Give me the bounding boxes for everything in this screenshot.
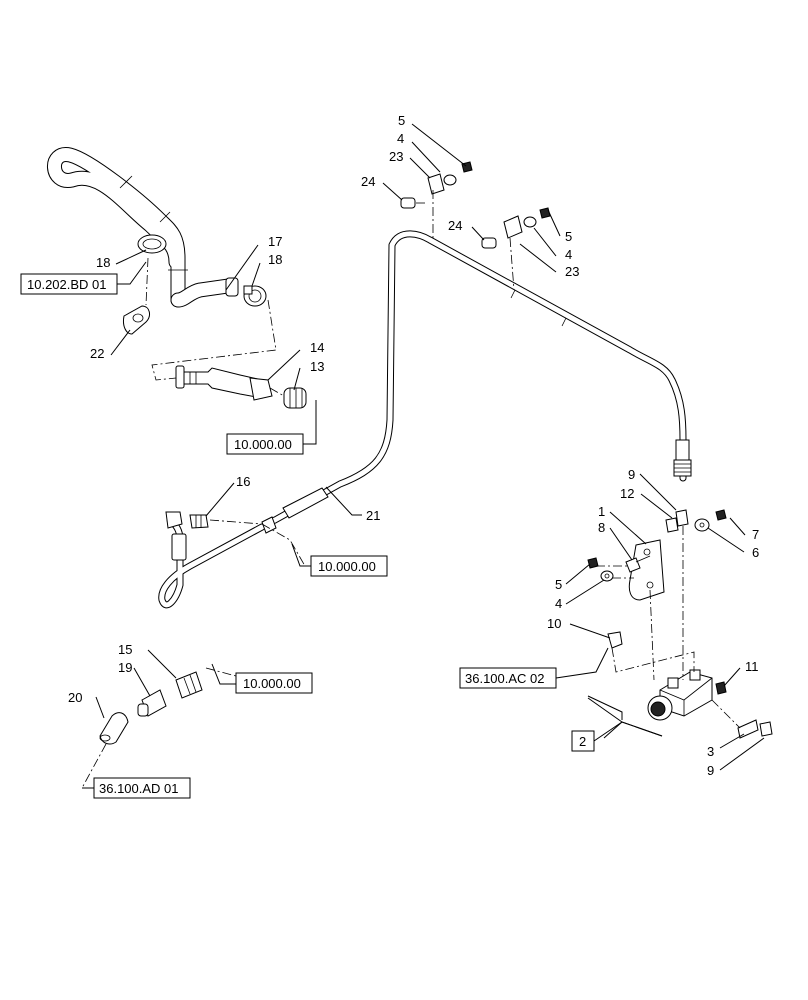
callout-5a: 5 bbox=[398, 113, 405, 128]
callout-22: 22 bbox=[90, 346, 104, 361]
reference-box-10000-b[interactable]: 10.000.00 bbox=[310, 555, 388, 577]
callout-12: 12 bbox=[620, 486, 634, 501]
valve-assembly bbox=[647, 669, 713, 721]
bolt-8 bbox=[625, 555, 651, 573]
fitting-3-9-lower bbox=[737, 719, 773, 739]
reference-box-2: 2 bbox=[571, 730, 595, 752]
reference-box-10000-a[interactable]: 10.000.00 bbox=[226, 433, 304, 455]
reference-box-36100ad01[interactable]: 36.100.AD 01 bbox=[93, 777, 191, 799]
fitting-16 bbox=[189, 514, 209, 529]
fitting-13 bbox=[283, 387, 307, 409]
reference-label: 2 bbox=[579, 734, 586, 749]
nut-11 bbox=[715, 681, 727, 695]
reference-label: 10.000.00 bbox=[318, 559, 376, 574]
washer-4-right bbox=[600, 570, 614, 582]
callout-5b: 5 bbox=[565, 229, 572, 244]
callout-21: 21 bbox=[366, 508, 380, 523]
callout-20: 20 bbox=[68, 690, 82, 705]
callout-9b: 9 bbox=[707, 763, 714, 778]
washer-6-nut-7 bbox=[694, 509, 727, 532]
callout-14: 14 bbox=[310, 340, 324, 355]
callout-11: 11 bbox=[745, 659, 759, 674]
elbow-20 bbox=[99, 712, 129, 745]
callout-23b: 23 bbox=[565, 264, 579, 279]
elbow-10 bbox=[607, 631, 623, 649]
callout-13: 13 bbox=[310, 359, 324, 374]
leader-2 bbox=[587, 697, 663, 742]
callout-19: 19 bbox=[118, 660, 132, 675]
nut-5-right bbox=[587, 557, 599, 569]
hose-clamp-18-right bbox=[243, 285, 267, 307]
assembly-center-lines bbox=[81, 190, 741, 789]
callout-5c: 5 bbox=[555, 577, 562, 592]
hose-clamp-18-upper bbox=[137, 234, 167, 254]
callout-4c: 4 bbox=[555, 596, 562, 611]
reference-label: 36.100.AD 01 bbox=[99, 781, 179, 796]
adapter-15 bbox=[175, 671, 203, 699]
callout-10: 10 bbox=[547, 616, 561, 631]
reference-label: 36.100.AC 02 bbox=[465, 671, 545, 686]
ref-leader-10202bd01 bbox=[117, 261, 147, 285]
callout-24a: 24 bbox=[361, 174, 375, 189]
callout-15: 15 bbox=[118, 642, 132, 657]
ref-leader-36100ac02 bbox=[555, 647, 609, 679]
callout-labels: 5 4 23 24 24 5 4 23 18 17 18 22 14 13 16… bbox=[68, 113, 759, 778]
adapter-19 bbox=[137, 689, 167, 717]
callout-7: 7 bbox=[752, 527, 759, 542]
leader-lines bbox=[95, 123, 765, 771]
callout-9a: 9 bbox=[628, 467, 635, 482]
callout-6: 6 bbox=[752, 545, 759, 560]
callout-23a: 23 bbox=[389, 149, 403, 164]
callout-17: 17 bbox=[268, 234, 282, 249]
reference-box-10000-c[interactable]: 10.000.00 bbox=[235, 672, 313, 694]
lower-pipe-segment bbox=[158, 511, 277, 609]
reference-box-36100ac02[interactable]: 36.100.AC 02 bbox=[459, 667, 557, 689]
reference-label: 10.202.BD 01 bbox=[27, 277, 107, 292]
callout-24b: 24 bbox=[448, 218, 462, 233]
callout-4b: 4 bbox=[565, 247, 572, 262]
reference-label: 10.000.00 bbox=[243, 676, 301, 691]
callout-3: 3 bbox=[707, 744, 714, 759]
callout-8: 8 bbox=[598, 520, 605, 535]
reference-box-10202bd01[interactable]: 10.202.BD 01 bbox=[20, 273, 118, 295]
mounting-bracket-1 bbox=[628, 539, 665, 601]
fittings-9-12 bbox=[665, 509, 689, 533]
clip-bracket-upper bbox=[400, 161, 473, 209]
reference-label: 10.000.00 bbox=[234, 437, 292, 452]
callout-16: 16 bbox=[236, 474, 250, 489]
ref-leader-10000-b bbox=[291, 543, 311, 567]
hose-fitting-14 bbox=[175, 365, 273, 401]
ref-leader-10000-a bbox=[303, 400, 317, 445]
brake-pipe-assembly bbox=[266, 230, 692, 526]
callout-1: 1 bbox=[598, 504, 605, 519]
hose-assembly-17 bbox=[47, 147, 239, 308]
callout-4a: 4 bbox=[397, 131, 404, 146]
callout-18a: 18 bbox=[96, 255, 110, 270]
clip-bracket-middle bbox=[481, 207, 551, 249]
clip-22 bbox=[123, 305, 150, 335]
callout-18b: 18 bbox=[268, 252, 282, 267]
